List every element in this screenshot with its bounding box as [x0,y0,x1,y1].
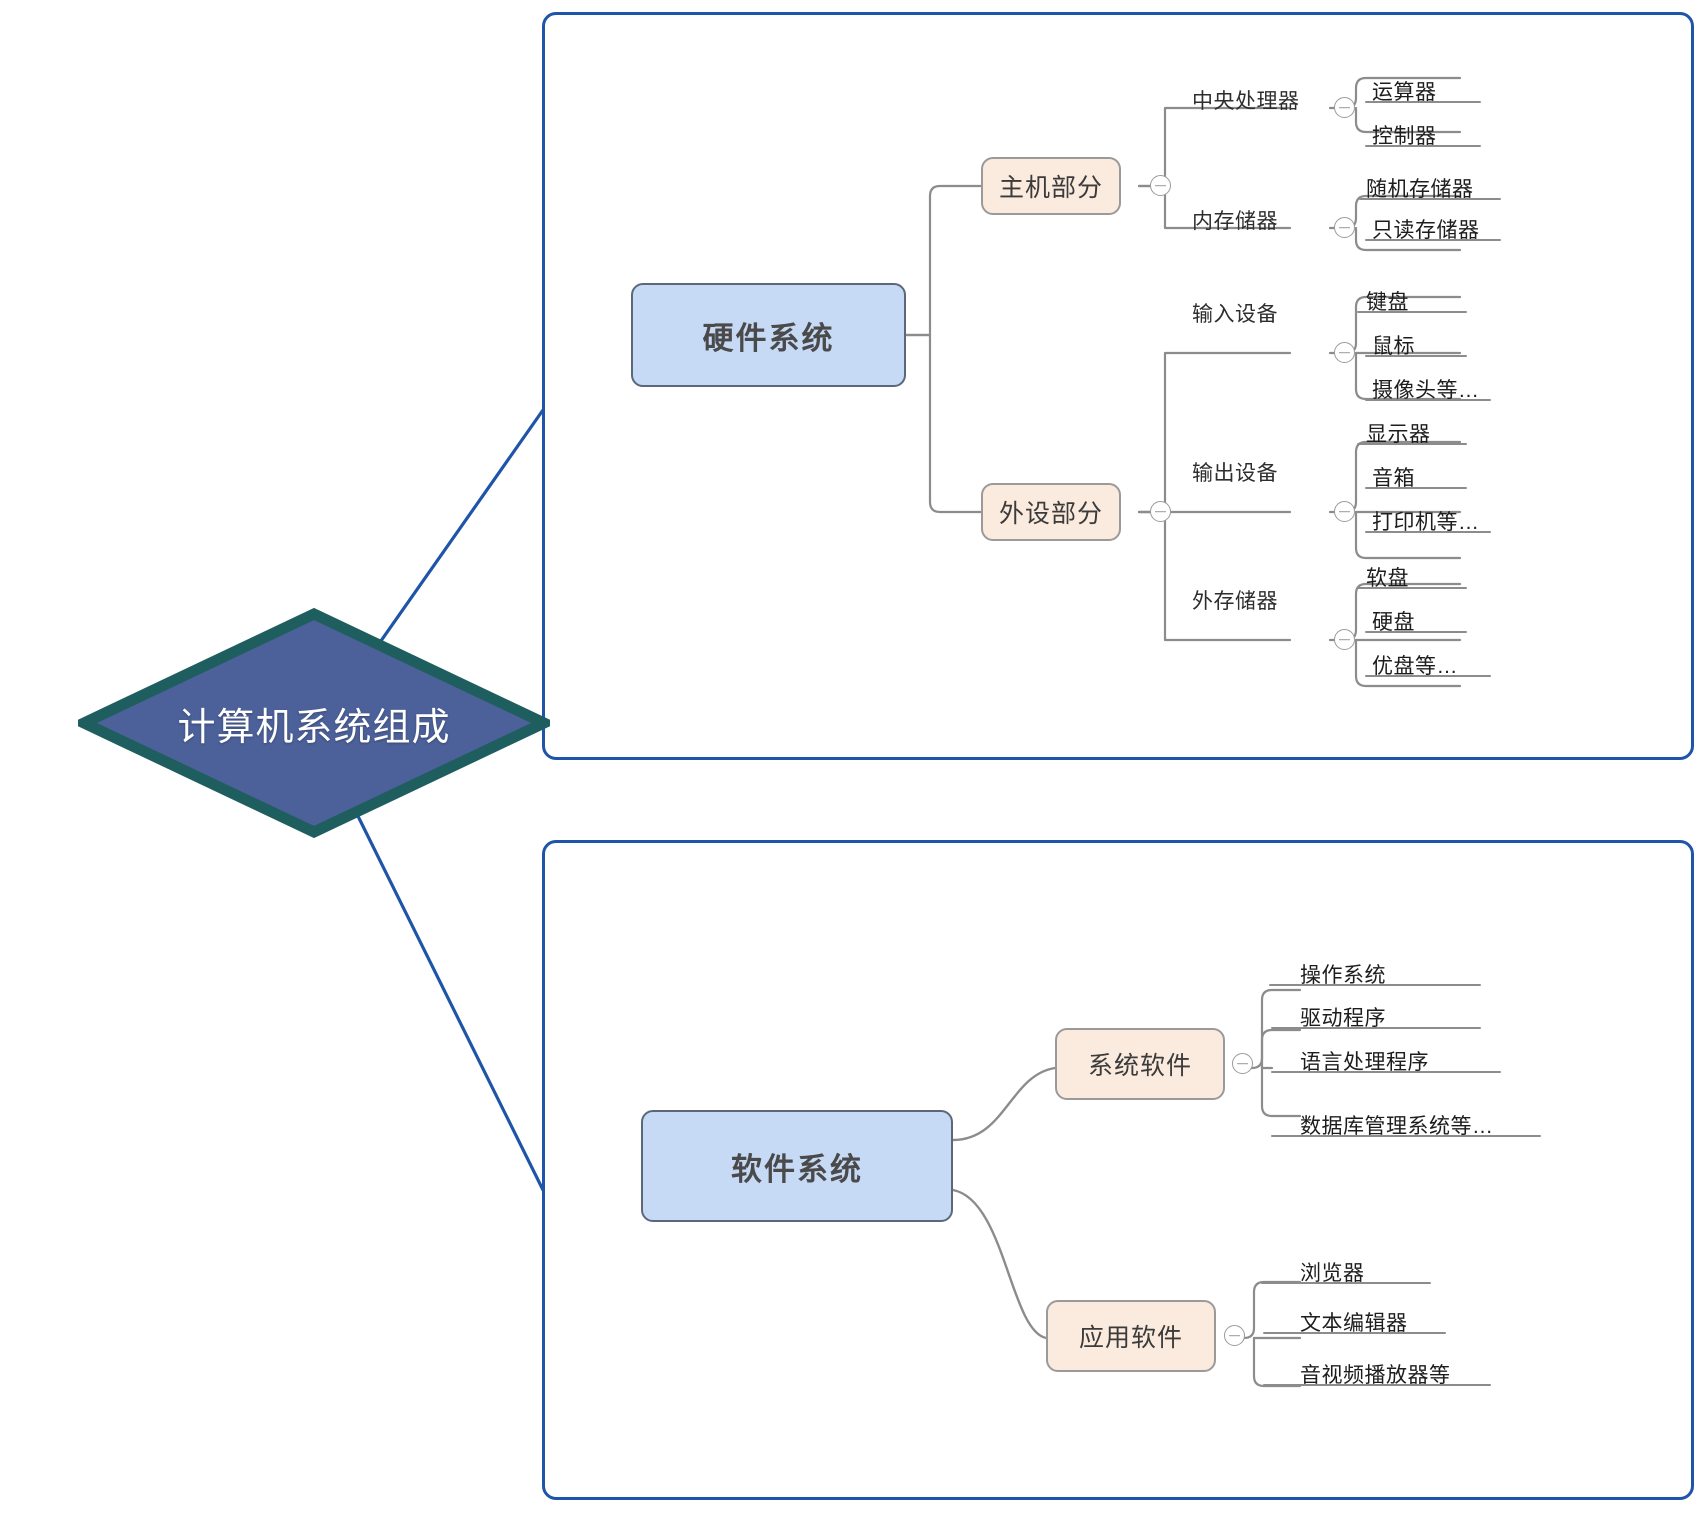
node-host-part[interactable]: 主机部分 [981,157,1121,215]
label-cpu[interactable]: 中央处理器 [1192,90,1300,113]
leaf-text-editor[interactable]: 文本编辑器 [1300,1312,1408,1335]
node-peripheral-part[interactable]: 外设部分 [981,483,1121,541]
diamond-shape [78,608,550,838]
central-topic-label: 计算机系统组成 [177,706,451,749]
leaf-speaker[interactable]: 音箱 [1372,467,1415,490]
leaf-operating-system[interactable]: 操作系统 [1300,964,1386,987]
leaf-keyboard[interactable]: 键盘 [1366,291,1409,314]
leaf-printer-etc[interactable]: 打印机等… [1372,511,1480,534]
leaf-camera-etc[interactable]: 摄像头等… [1372,379,1480,402]
node-hardware-system[interactable]: 硬件系统 [631,283,906,387]
toggle-host-part[interactable] [1150,175,1171,196]
leaf-alu[interactable]: 运算器 [1372,81,1437,104]
label-memory[interactable]: 内存储器 [1192,210,1278,233]
leaf-language-processor[interactable]: 语言处理程序 [1300,1051,1429,1074]
leaf-ram[interactable]: 随机存储器 [1366,178,1474,201]
leaf-mouse[interactable]: 鼠标 [1372,335,1415,358]
leaf-harddisk[interactable]: 硬盘 [1372,611,1415,634]
label-output-device[interactable]: 输出设备 [1192,462,1278,485]
leaf-monitor[interactable]: 显示器 [1366,423,1431,446]
leaf-controller[interactable]: 控制器 [1372,125,1437,148]
label-input-device[interactable]: 输入设备 [1192,303,1278,326]
central-topic-node[interactable]: 计算机系统组成 [78,608,550,838]
node-software-system[interactable]: 软件系统 [641,1110,953,1222]
leaf-dbms-etc[interactable]: 数据库管理系统等… [1300,1115,1494,1138]
toggle-peripheral-part[interactable] [1150,501,1171,522]
toggle-application-software[interactable] [1224,1325,1245,1346]
toggle-output-device[interactable] [1334,501,1355,522]
leaf-media-player-etc[interactable]: 音视频播放器等 [1300,1364,1451,1387]
leaf-rom[interactable]: 只读存储器 [1372,219,1480,242]
leaf-browser[interactable]: 浏览器 [1300,1262,1365,1285]
toggle-external-storage[interactable] [1334,629,1355,650]
node-system-software[interactable]: 系统软件 [1055,1028,1225,1100]
label-external-storage[interactable]: 外存储器 [1192,590,1278,613]
toggle-memory[interactable] [1334,217,1355,238]
leaf-usb-etc[interactable]: 优盘等… [1372,655,1458,678]
software-panel [542,840,1694,1500]
hardware-panel [542,12,1694,760]
leaf-floppy[interactable]: 软盘 [1366,567,1409,590]
toggle-cpu[interactable] [1334,97,1355,118]
toggle-system-software[interactable] [1232,1053,1253,1074]
toggle-input-device[interactable] [1334,342,1355,363]
leaf-driver-program[interactable]: 驱动程序 [1300,1007,1386,1030]
node-application-software[interactable]: 应用软件 [1046,1300,1216,1372]
